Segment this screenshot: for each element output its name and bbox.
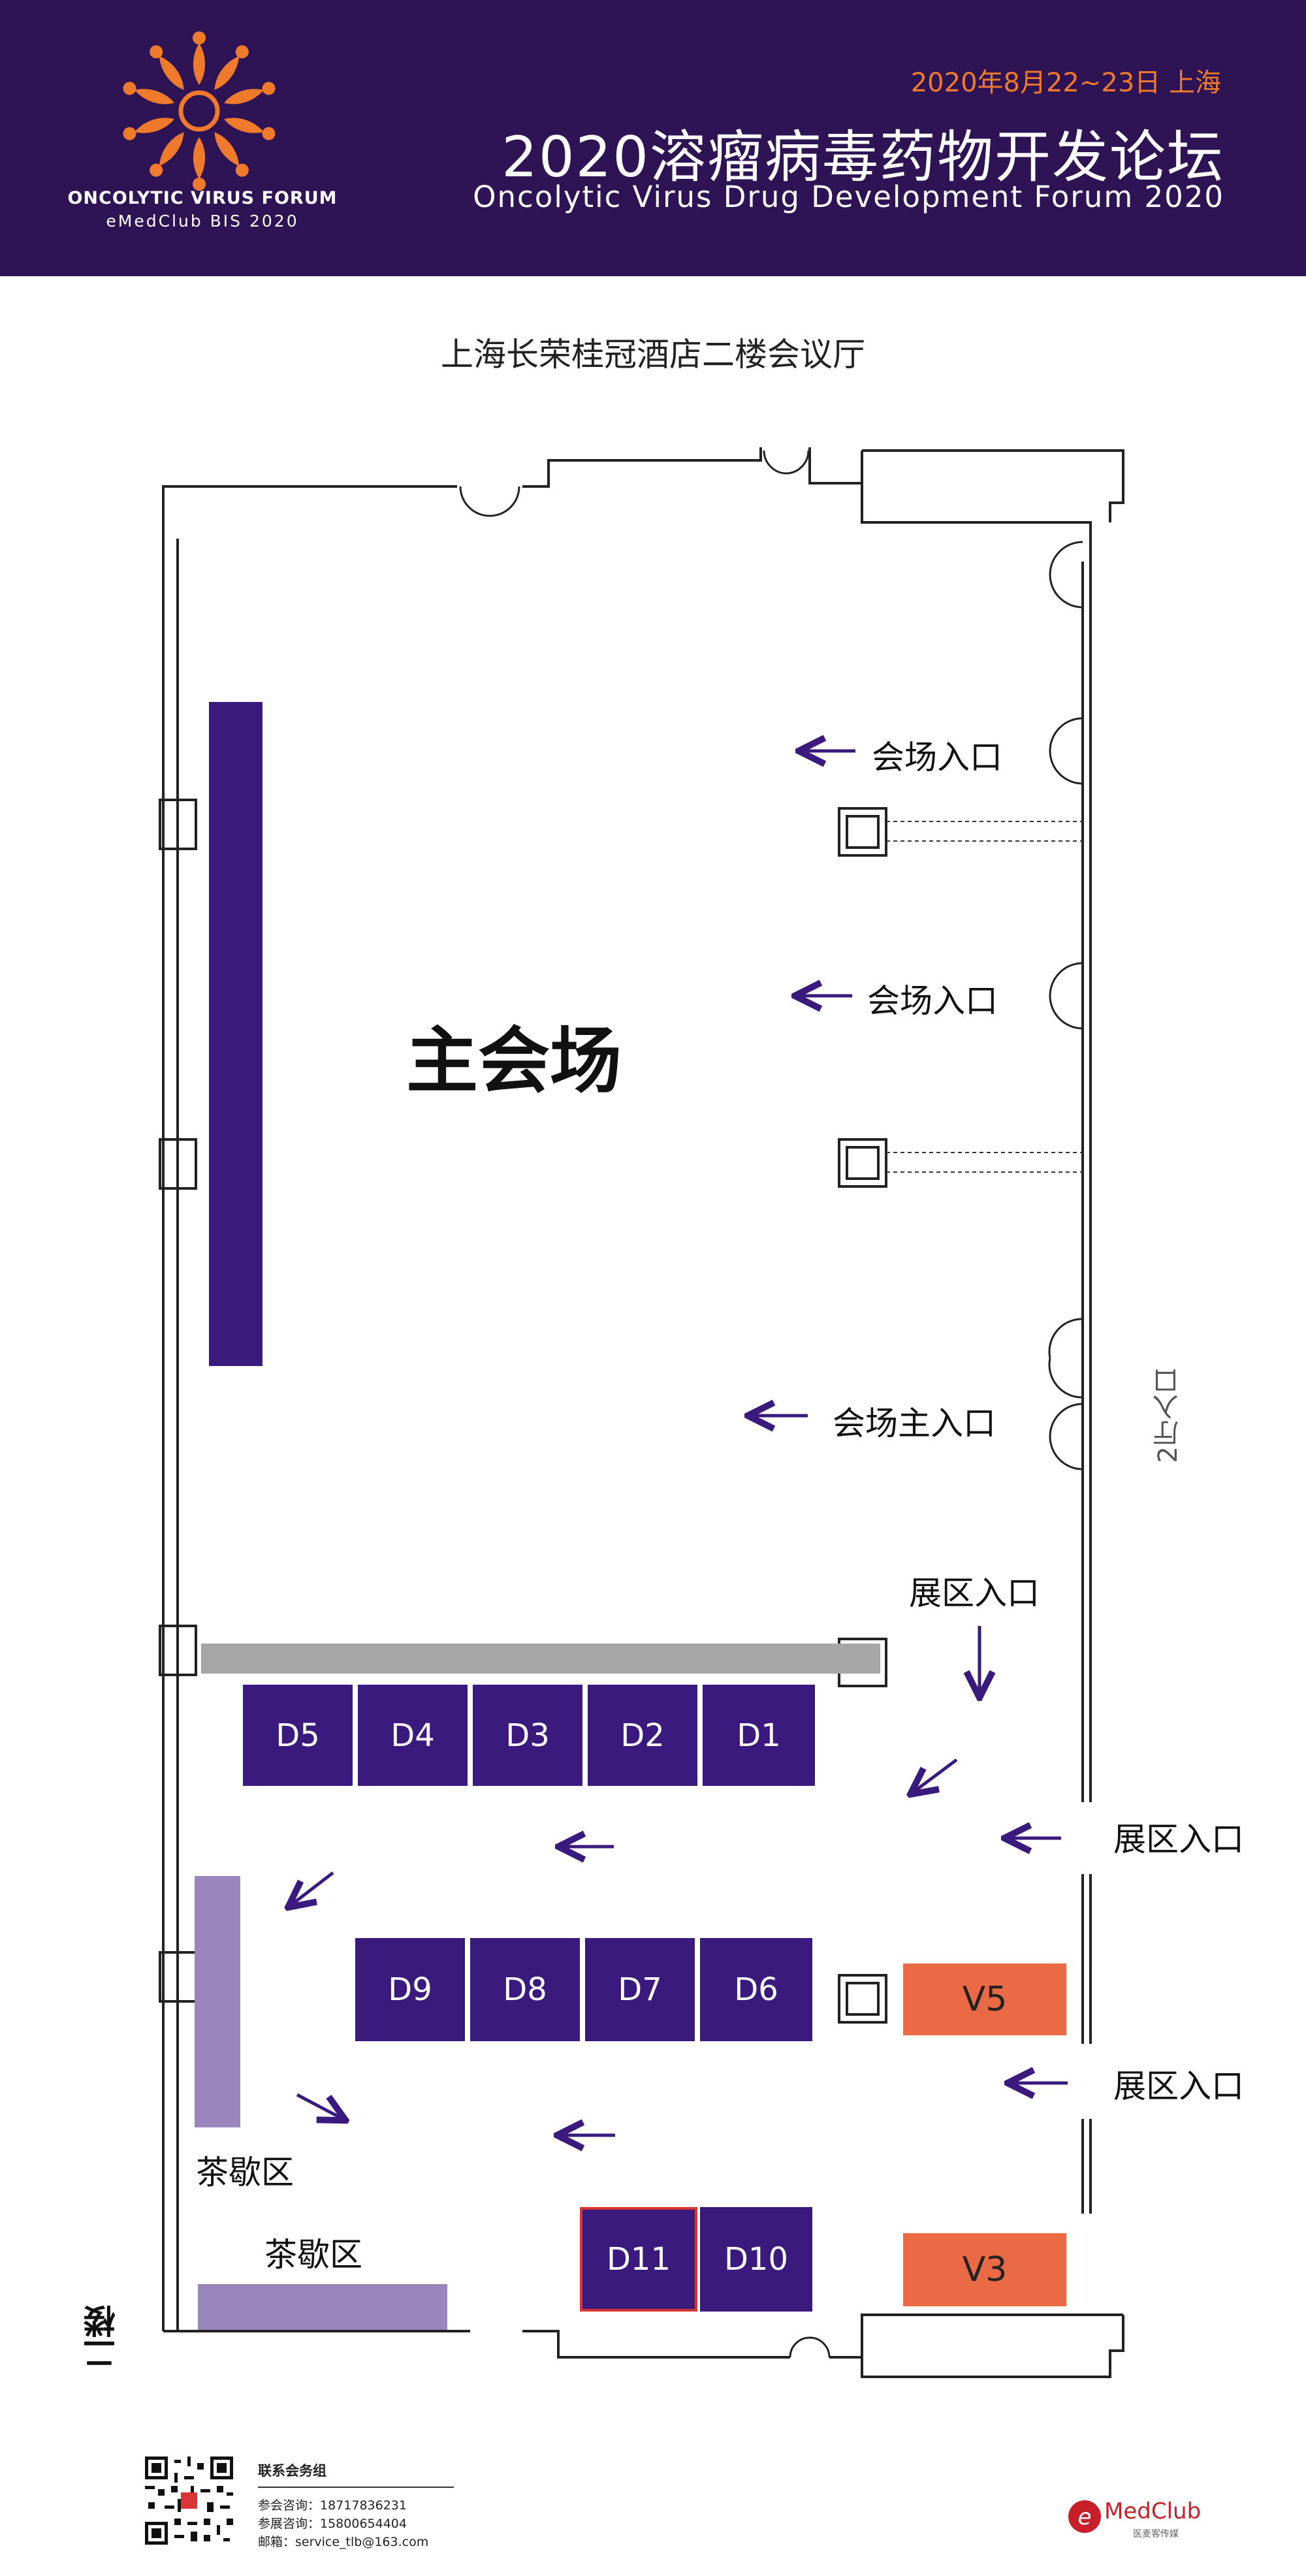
booth-v5[interactable]: V5 <box>903 1964 1066 2035</box>
exhibit-phone: 参展咨询：15800654404 <box>258 2517 407 2531</box>
brand-name: MedClub <box>1104 2498 1202 2524</box>
header-banner: ONCOLYTIC VIRUS FORUM eMedClub BIS 2020 … <box>0 0 1306 276</box>
hall-entrance-label-2: 会场入口 <box>867 982 998 1020</box>
forum-logo-icon <box>121 31 278 191</box>
booth-d3[interactable]: D3 <box>473 1685 582 1786</box>
booth-d2[interactable]: D2 <box>588 1685 697 1786</box>
tea-break-label-2: 茶歇区 <box>264 2236 362 2274</box>
event-date: 2020年8月22~23日 上海 <box>910 68 1221 98</box>
hall-entrance-label-1: 会场入口 <box>872 739 1002 776</box>
tea-break-area-vertical <box>195 1876 240 2127</box>
contact-divider <box>258 2487 454 2488</box>
booth-d8[interactable]: D8 <box>470 1938 580 2041</box>
tea-break-area-horizontal <box>198 2284 447 2330</box>
partition-wall <box>201 1644 880 1674</box>
attend-phone: 参会咨询：18717836231 <box>258 2498 407 2513</box>
hall-main-entrance-label: 会场主入口 <box>833 1405 996 1442</box>
booth-v3[interactable]: V3 <box>903 2233 1066 2306</box>
booth-d4[interactable]: D4 <box>358 1685 468 1786</box>
expo-entrance-label-bottom: 展区入口 <box>1113 2067 1244 2105</box>
venue-title: 上海长荣桂冠酒店二楼会议厅 <box>441 336 865 374</box>
qr-code-icon <box>145 2457 233 2545</box>
svg-text:e: e <box>1078 2504 1092 2530</box>
main-stage <box>209 702 263 1366</box>
arrow-down-right-icon <box>296 2093 343 2119</box>
expo-entrance-label-mid: 展区入口 <box>1113 1821 1244 1858</box>
expo-entrance-label-top: 展区入口 <box>909 1574 1040 1612</box>
booth-d10[interactable]: D10 <box>700 2207 812 2312</box>
booth-d6[interactable]: D6 <box>700 1938 812 2041</box>
forum-title-cn: 2020溶瘤病毒药物开发论坛 <box>502 125 1224 190</box>
booth-d5[interactable]: D5 <box>243 1685 353 1786</box>
booth-d9[interactable]: D9 <box>355 1938 465 2041</box>
contact-email[interactable]: 邮箱：service_tlb@163.com <box>258 2535 429 2549</box>
emedclub-brand: e MedClub 医麦客传媒 <box>1068 2493 1218 2545</box>
booth-d7[interactable]: D7 <box>585 1938 695 2041</box>
main-hall-label: 主会场 <box>406 1019 622 1103</box>
logo-subtitle: eMedClub BIS 2020 <box>106 212 299 231</box>
brand-sub: 医麦客传媒 <box>1133 2529 1179 2539</box>
logo-title: ONCOLYTIC VIRUS FORUM <box>67 188 338 208</box>
arrow-down-left-icon <box>913 1758 958 1792</box>
booth-d11[interactable]: D11 <box>580 2207 697 2312</box>
booth-d1[interactable]: D1 <box>703 1685 815 1786</box>
forum-title-en: Oncolytic Virus Drug Development Forum 2… <box>473 180 1224 214</box>
emedclub-logo-icon: e <box>1068 2500 1101 2533</box>
arrow-down-left-icon <box>291 1871 334 1905</box>
tea-break-label-1: 茶歇区 <box>196 2154 294 2191</box>
contact-title: 联系会务组 <box>258 2463 326 2479</box>
